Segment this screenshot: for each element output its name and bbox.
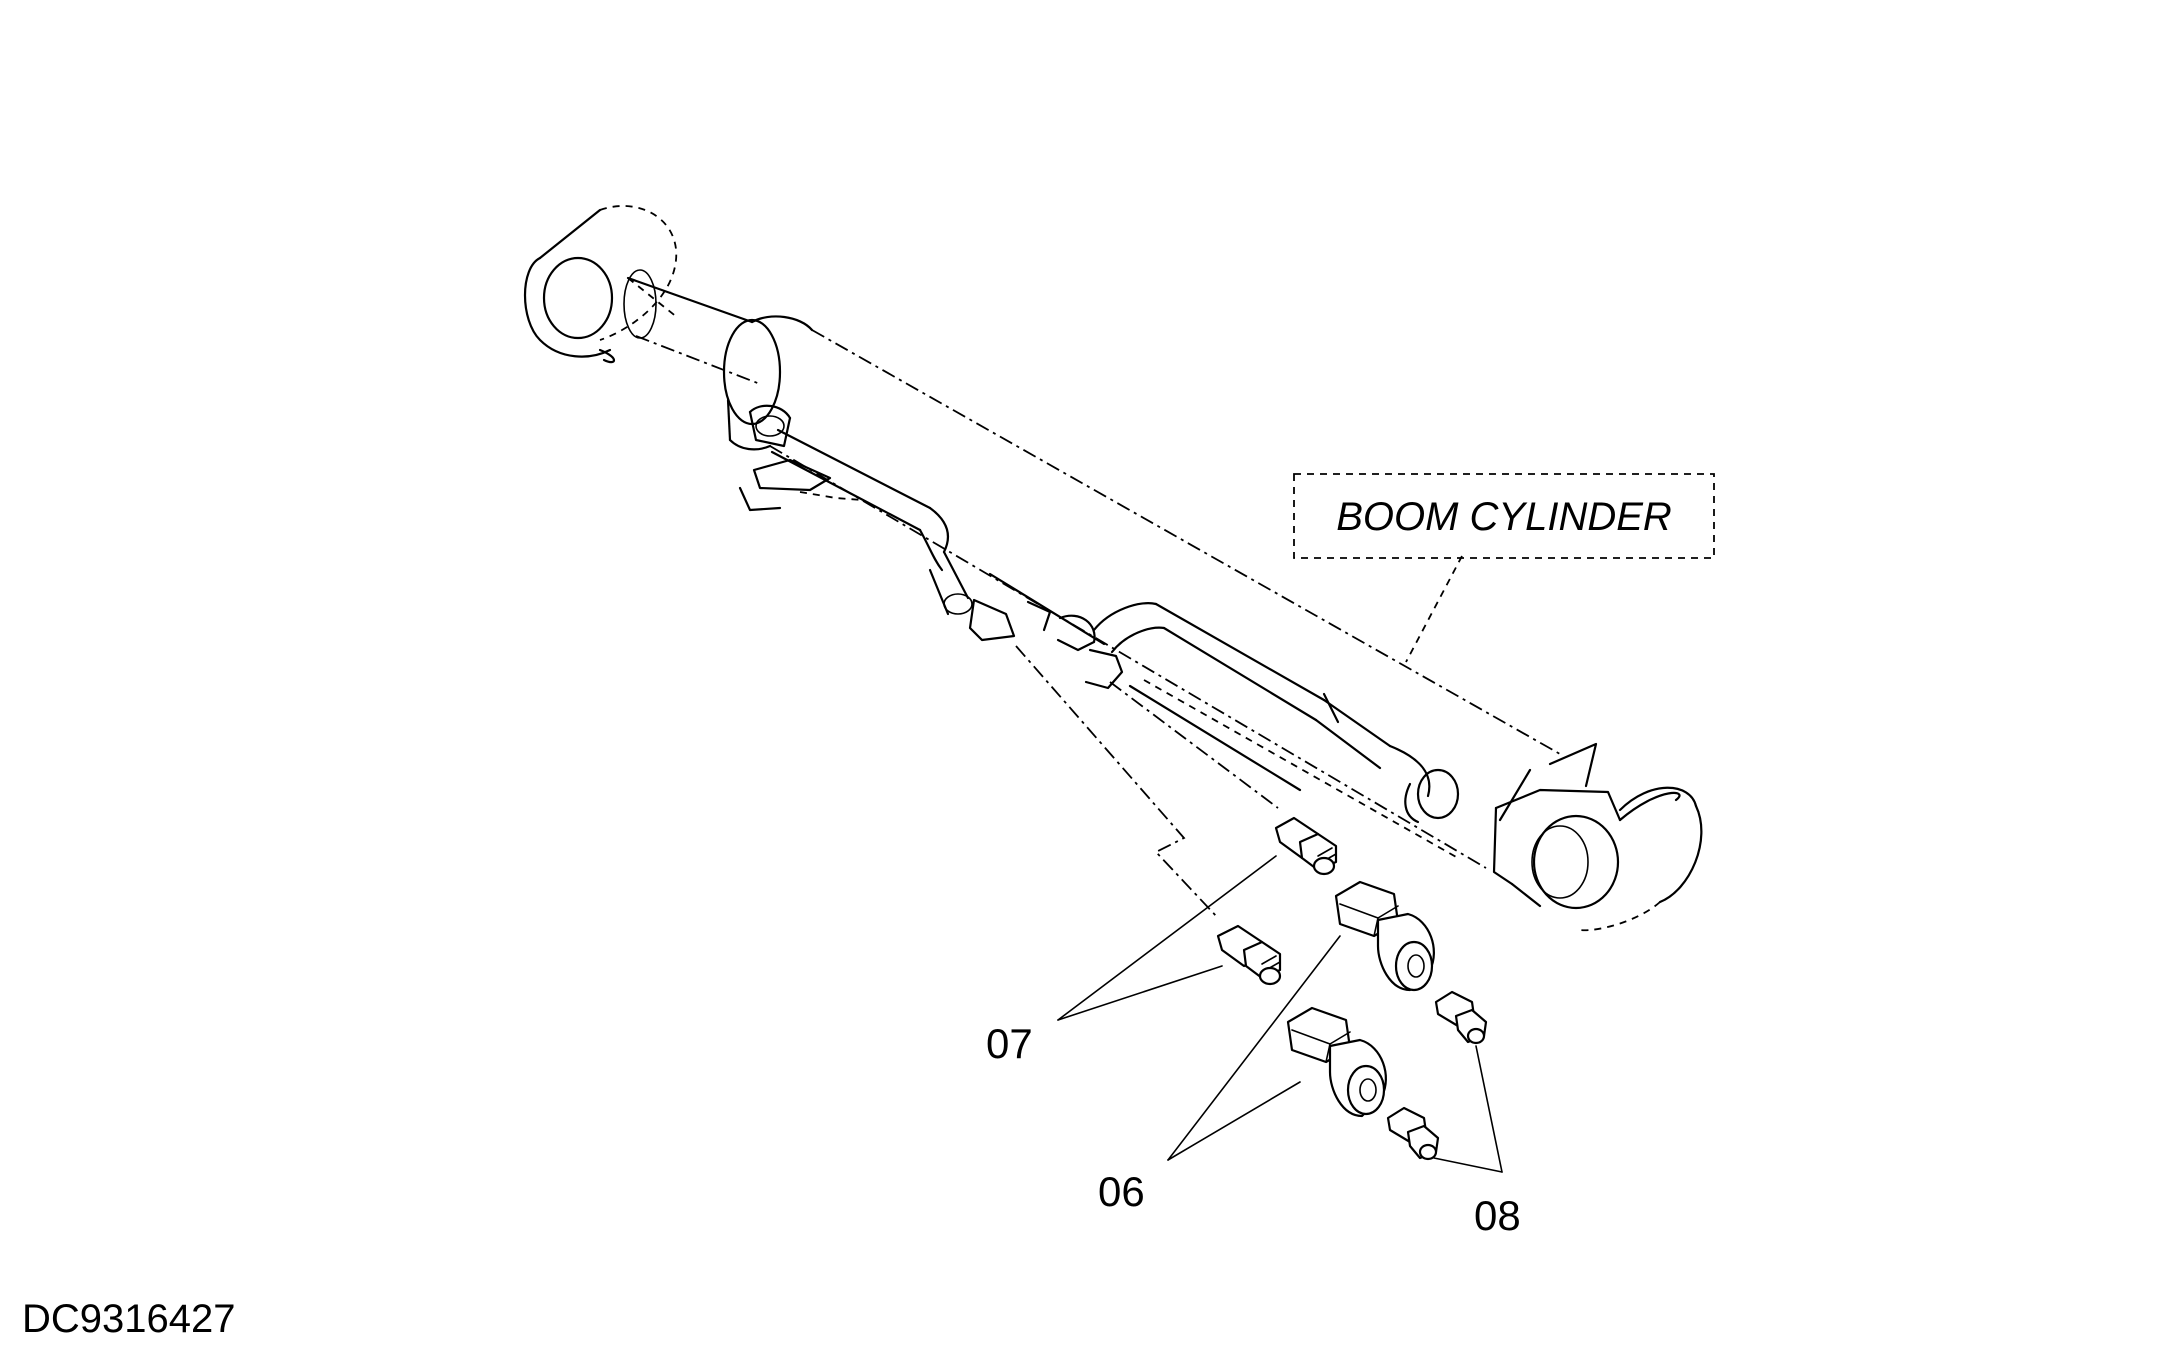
part-08-fitting-lower <box>1386 1106 1440 1161</box>
hydraulic-pipes <box>738 404 1460 859</box>
leader-lines <box>1057 555 1503 1173</box>
part-07-fitting-upper <box>1274 816 1338 876</box>
part-number-07: 07 <box>986 1020 1033 1067</box>
part-06-nut-lower <box>1286 1006 1387 1118</box>
explode-center-lines <box>1015 645 1279 919</box>
boom-cylinder <box>524 205 1703 932</box>
part-number-08: 08 <box>1474 1192 1521 1239</box>
part-number-06: 06 <box>1098 1168 1145 1215</box>
part-07-fitting-lower <box>1216 924 1282 986</box>
boom-cylinder-callout: BOOM CYLINDER <box>1293 473 1715 559</box>
head-end-eye <box>1492 786 1703 932</box>
cylinder-barrel <box>722 315 1598 869</box>
part-08-fitting-upper <box>1434 990 1488 1045</box>
part-06-nut-upper <box>1334 880 1435 992</box>
drawing-code: DC9316427 <box>22 1297 236 1341</box>
piston-rod <box>623 269 761 385</box>
boom-cylinder-label: BOOM CYLINDER <box>1336 495 1672 539</box>
rod-end-eye <box>524 205 678 364</box>
